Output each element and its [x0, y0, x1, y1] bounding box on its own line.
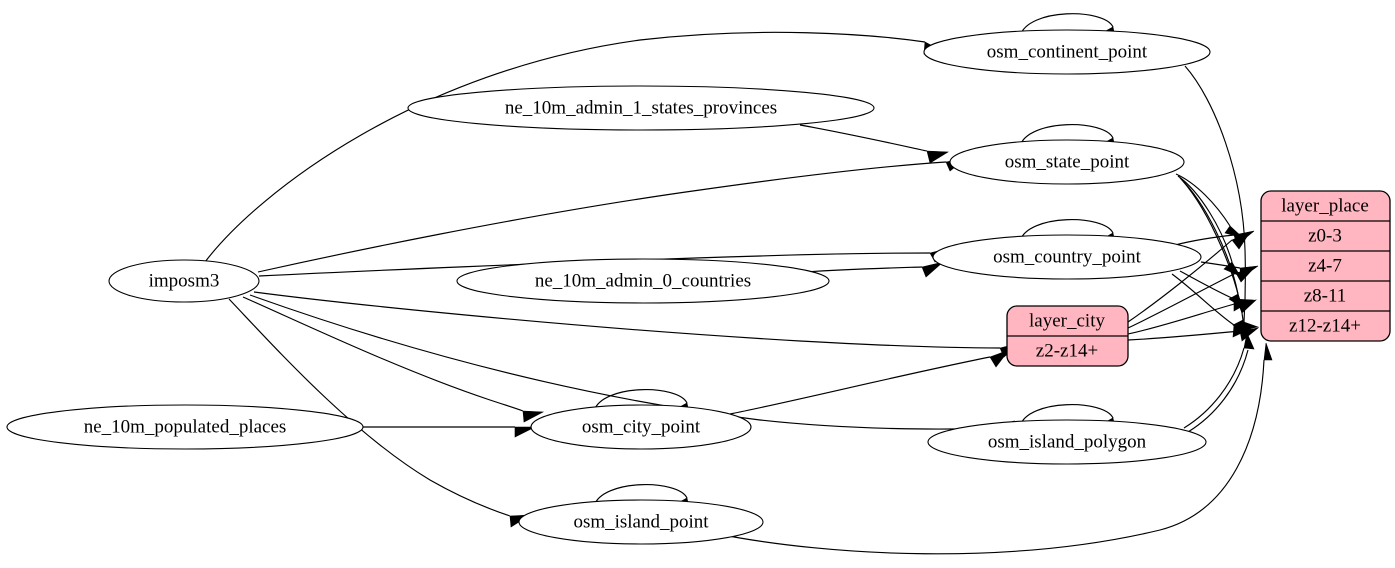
arrowhead-osm-city-point-in-b: [522, 410, 545, 423]
edge-osm-island-polygon-to-layer-place-z12: [1183, 347, 1245, 429]
arrowhead-osm-city-point-in-a: [514, 426, 536, 438]
edge-imposm3-to-osm-continent-point: [204, 31, 926, 263]
selfloop-osm-island-point: [593, 484, 688, 507]
node-osm-island-point[interactable]: osm_island_point: [518, 499, 764, 545]
selfloop-osm-continent-point: [1019, 13, 1114, 37]
node-osm-city-point[interactable]: osm_city_point: [530, 404, 752, 450]
edge-imposm3-to-layer-city: [253, 291, 1001, 349]
node-osm-state-point[interactable]: osm_state_point: [949, 139, 1185, 185]
layer-place-box[interactable]: [1260, 190, 1391, 342]
edge-osm-island-polygon-to-layer-place-z12-alt: [1187, 349, 1249, 433]
node-osm-country-point[interactable]: osm_country_point: [932, 234, 1202, 280]
selfloop-osm-state-point: [1019, 124, 1114, 147]
node-ne-populated-shape[interactable]: [6, 404, 364, 450]
selfloop-osm-city-point: [593, 389, 688, 412]
edge-osm-country-point-to-layer-place-z8: [1179, 270, 1235, 300]
node-imposm3[interactable]: imposm3: [108, 259, 260, 303]
edge-osm-island-point-to-layer-place-z12: [717, 359, 1265, 555]
node-osm-island-polygon[interactable]: osm_island_polygon: [927, 419, 1207, 465]
edge-osm-country-point-to-layer-place-z12: [1171, 273, 1235, 326]
arrowhead-layer-city-in-b: [989, 349, 1010, 368]
node-layer-city[interactable]: layer_city z2-z14+: [1006, 305, 1129, 367]
selfloop-osm-island-polygon: [1019, 404, 1114, 427]
arrowhead-osm-state-point-in-b: [926, 150, 949, 164]
edge-osm-country-point-to-layer-place-z0: [1174, 234, 1235, 246]
edge-ne-states-to-osm-state-point: [799, 124, 928, 152]
edge-layer-city-to-layer-place-z12: [1127, 330, 1241, 341]
edge-imposm3-to-osm-state-point: [257, 161, 947, 273]
edge-imposm3-to-osm-island-point: [228, 298, 511, 517]
selfloop-osm-country-point: [1019, 219, 1114, 242]
arrowhead-layer-place-z12-in-d: [1239, 327, 1260, 342]
arrowhead-layer-place-z8-in-c: [1237, 299, 1257, 314]
node-osm-continent-point-shape[interactable]: [923, 29, 1211, 75]
node-imposm3-shape[interactable]: [108, 259, 260, 303]
node-osm-continent-point[interactable]: osm_continent_point: [923, 29, 1211, 75]
edge-imposm3-to-osm-city-point: [242, 296, 524, 412]
edge-layer-city-to-layer-place-z8: [1127, 302, 1239, 335]
edge-osm-continent-point-to-layer-place-z12: [1184, 65, 1246, 323]
edge-layer-city-to-layer-place-z4: [1127, 272, 1237, 329]
node-ne-states-shape[interactable]: [407, 85, 875, 131]
node-osm-island-polygon-shape[interactable]: [927, 419, 1207, 465]
arrowhead-layer-place-z12-in-e: [1243, 332, 1255, 350]
node-osm-state-point-shape[interactable]: [949, 139, 1185, 185]
node-layer: imposm3 ne_10m_admin_1_states_provinces …: [6, 29, 1211, 545]
edge-ne-countries-to-osm-country-point: [804, 266, 923, 273]
edge-osm-country-point-to-layer-place-z4: [1200, 261, 1241, 269]
edge-osm-state-point-to-layer-place-z4: [1177, 175, 1233, 263]
node-osm-country-point-shape[interactable]: [932, 234, 1202, 280]
edge-osm-state-point-to-layer-place-z0: [1175, 173, 1231, 227]
arrowhead-layer-place-z0-in-c: [1231, 231, 1251, 250]
edge-layer-city-to-layer-place-z0: [1127, 239, 1233, 323]
node-osm-city-point-shape[interactable]: [530, 404, 752, 450]
arrowhead-osm-country-point-in-b: [921, 261, 944, 278]
node-ne-10m-admin-0-countries[interactable]: ne_10m_admin_0_countries: [456, 258, 830, 304]
arrowhead-layer-place-z4-in-c: [1235, 267, 1255, 283]
node-ne-10m-populated-places[interactable]: ne_10m_populated_places: [6, 404, 364, 450]
arrowhead-layer-place-z12-in-f: [1263, 342, 1273, 361]
node-ne-countries-shape[interactable]: [456, 258, 830, 304]
node-ne-10m-admin-1-states-provinces[interactable]: ne_10m_admin_1_states_provinces: [407, 85, 875, 131]
node-osm-island-point-shape[interactable]: [518, 499, 764, 545]
node-layer-place[interactable]: layer_place z0-3 z4-7 z8-11 z12-z14+: [1260, 190, 1391, 342]
edge-osm-city-point-to-layer-city: [729, 356, 991, 415]
